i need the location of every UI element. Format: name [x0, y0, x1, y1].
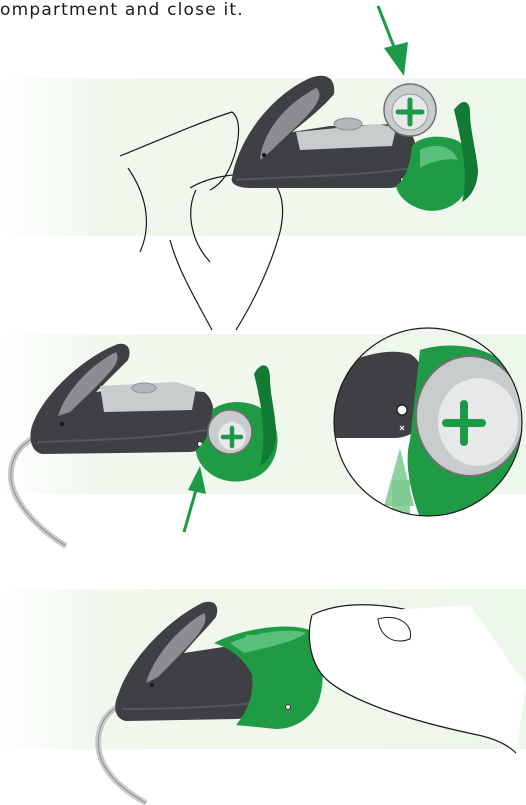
step2-illustration — [0, 330, 526, 550]
arrow-down-icon — [378, 6, 408, 76]
hearing-aid — [30, 344, 213, 454]
hearing-aid — [115, 602, 254, 721]
magnifier-circle — [334, 328, 524, 520]
step3-illustration — [0, 585, 526, 805]
hearing-aid — [232, 76, 417, 188]
sound-tube — [98, 707, 146, 803]
arrow-up-icon — [184, 466, 206, 532]
sound-tube — [11, 438, 66, 546]
finger-outline — [309, 605, 526, 753]
battery-plus — [384, 84, 436, 136]
step1-illustration — [0, 0, 526, 330]
